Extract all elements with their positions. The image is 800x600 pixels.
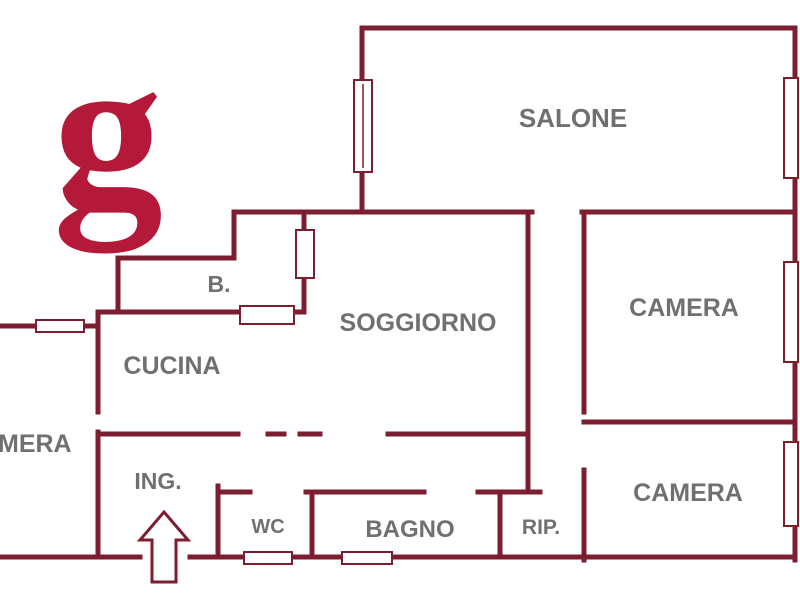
room-label-ripostiglio: RIP. <box>522 516 560 539</box>
room-label-camera-2: CAMERA <box>633 479 743 507</box>
room-label-bagno: BAGNO <box>365 516 454 543</box>
room-label-camera-left: MERA <box>0 430 72 458</box>
room-label-wc: WC <box>251 516 284 538</box>
room-label-camera-1: CAMERA <box>629 294 739 322</box>
room-label-cucina: CUCINA <box>123 352 220 380</box>
room-labels: SALONE SOGGIORNO CAMERA CAMERA MERA CUCI… <box>0 103 743 543</box>
room-label-salone: SALONE <box>519 103 627 133</box>
room-label-bagno-small: B. <box>208 271 231 297</box>
windows <box>35 77 799 565</box>
agency-logo: g <box>53 9 163 254</box>
room-label-soggiorno: SOGGIORNO <box>340 309 497 337</box>
room-label-ingresso: ING. <box>134 468 181 494</box>
logo-letter: g <box>53 9 163 254</box>
entrance-arrow-icon <box>136 509 192 584</box>
